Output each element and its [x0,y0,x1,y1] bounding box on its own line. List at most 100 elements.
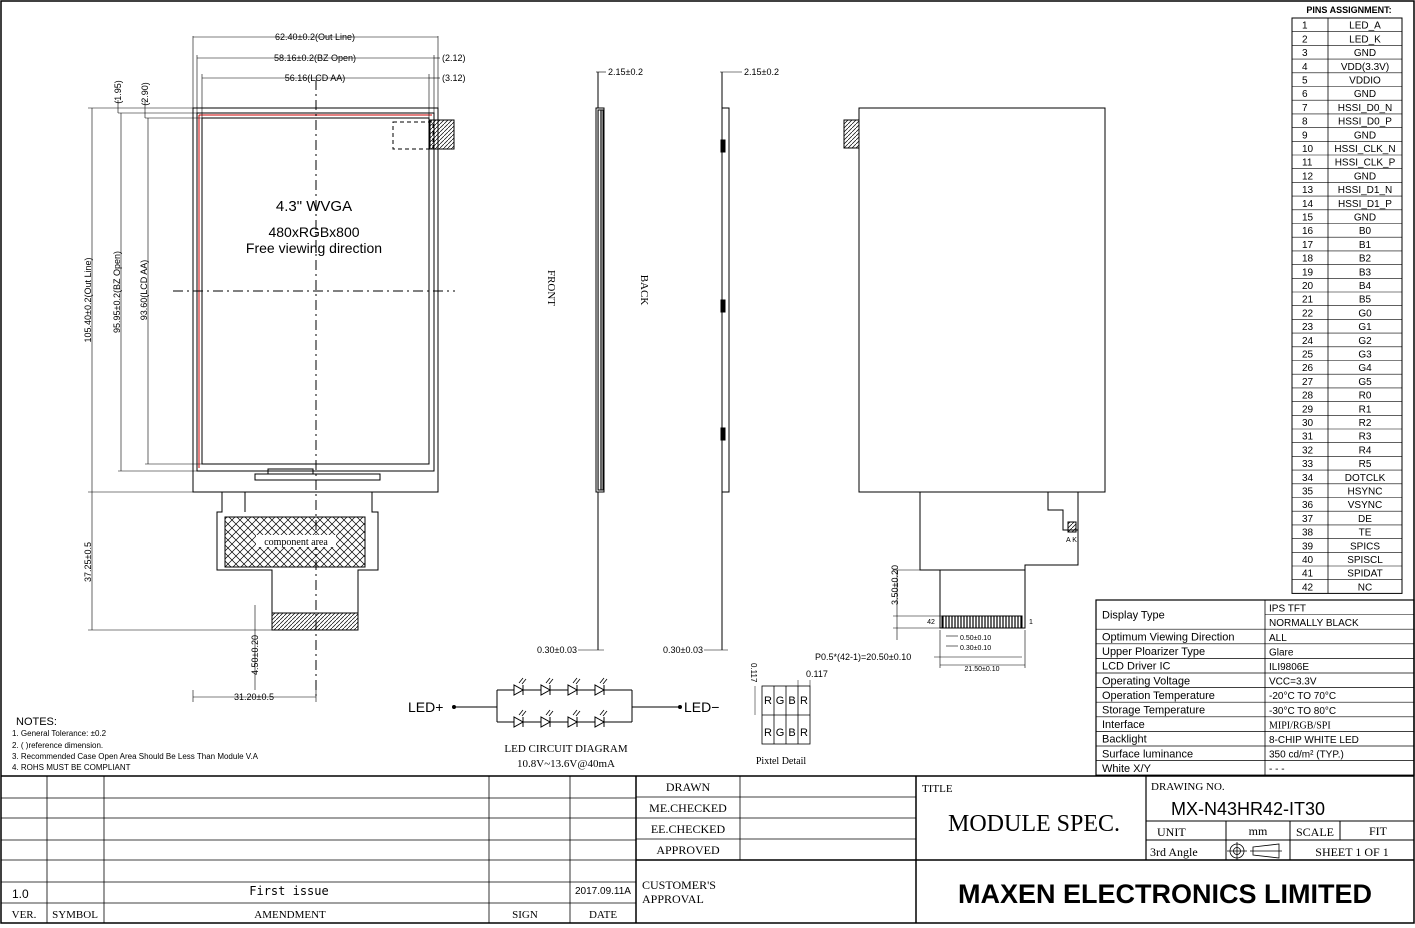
pin-number: 41 [1302,569,1314,580]
pin-signal: G5 [1358,377,1372,388]
pin-number: 18 [1302,254,1314,265]
pin-number: 3 [1302,48,1308,59]
company-name: MAXEN ELECTRONICS LIMITED [958,879,1372,909]
spec-row: White X/Y- - - [1102,763,1285,775]
dim-fpc-step: 3.50±0.20 [890,565,900,605]
pin-number: 11 [1302,158,1313,169]
pin-number: 26 [1302,363,1314,374]
pin-number: 28 [1302,391,1314,402]
dim-pad-width: 0.50±0.10 [960,635,991,642]
pin-number: 22 [1302,308,1314,319]
module-size-label: 4.3" WVGA [276,198,352,215]
scale-label: SCALE [1296,825,1334,839]
dim-fpc-tail: 4.50±0.20 [250,635,260,675]
spec-value: VCC=3.3V [1269,677,1317,688]
pin-signal: HSSI_D1_N [1338,185,1392,196]
spec-label: Backlight [1102,734,1147,746]
pin-number: 35 [1302,487,1314,498]
pin-number: 16 [1302,226,1314,237]
pin-signal: GND [1354,213,1376,224]
pin-number: 23 [1302,322,1314,333]
pin-signal: G1 [1358,322,1372,333]
pin-signal: R2 [1359,418,1372,429]
pin-number: 34 [1302,473,1314,484]
front-view [173,80,455,700]
pin-signal: HSSI_D1_P [1338,199,1392,210]
pin-signal: HSSI_D0_N [1338,103,1392,114]
subpixel-label: B [788,727,795,739]
dim-fpc-length: 37.25±0.5 [83,542,93,582]
spec-label: White X/Y [1102,763,1152,775]
side-view-front [578,71,606,651]
pin-number: 42 [1302,582,1314,593]
pin-row: 15 GND [1302,213,1376,224]
pin-signal: B1 [1359,240,1372,251]
led-diode-icon [513,677,527,696]
approval-ee-checked: EE.CHECKED [651,822,726,836]
title-label: TITLE [922,783,953,795]
dim-ref-290: (2.90) [140,82,150,106]
spec-row: Operation Temperature-20°C TO 70°C [1102,690,1336,702]
pin-signal: GND [1354,89,1376,100]
sheet-count: SHEET 1 OF 1 [1315,845,1388,859]
pin-number: 17 [1302,240,1314,251]
pin-signal: VDDIO [1349,76,1381,87]
pin-signal: B5 [1359,295,1372,306]
dim-aa-height: 93.60(LCD AA) [139,260,149,321]
pin-number: 32 [1302,445,1314,456]
led-diode-icon [567,709,581,728]
rev-header-sign: SIGN [512,909,538,921]
pin-signal: VDD(3.3V) [1341,62,1389,73]
pin-number: 9 [1302,130,1308,141]
pin-number: 36 [1302,500,1314,511]
pin-row: 17 B1 [1302,240,1372,251]
led-diode-icon [594,709,608,728]
spec-value: ALL [1269,633,1287,644]
rev-header-ver: VER. [12,909,37,921]
spec-label: Upper Ploarizer Type [1102,646,1205,658]
approval-drawn: DRAWN [666,780,711,794]
dim-thickness-back: 2.15±0.2 [744,67,779,77]
spec-value: Glare [1269,647,1294,658]
led-diode-icon [540,677,554,696]
led-diode-icon [594,677,608,696]
rev-header-date: DATE [589,909,617,921]
drawing-number: MX-N43HR42-IT30 [1171,799,1325,819]
pin-signal: HSSI_CLK_N [1334,144,1395,155]
led-diode-icon [567,677,581,696]
led-ak-label: A K [1066,537,1077,544]
note-1: 1. General Tolerance: ±0.2 [12,729,107,738]
spec-value: -30°C TO 80°C [1269,706,1336,717]
pin-signal: VSYNC [1348,500,1382,511]
note-3: 3. Recommended Case Open Area Should Be … [12,752,259,761]
pin-signal: SPISCL [1347,555,1383,566]
pin-number: 15 [1302,213,1314,224]
component-area-label: component area [264,537,328,548]
dim-pad-total: 21.50±0.10 [965,666,1000,673]
customer-approval-line2: APPROVAL [642,892,704,906]
pin-number: 38 [1302,528,1314,539]
rev-header-amendment: AMENDMENT [254,909,326,921]
pin-number: 10 [1302,144,1314,155]
pin-number: 20 [1302,281,1314,292]
